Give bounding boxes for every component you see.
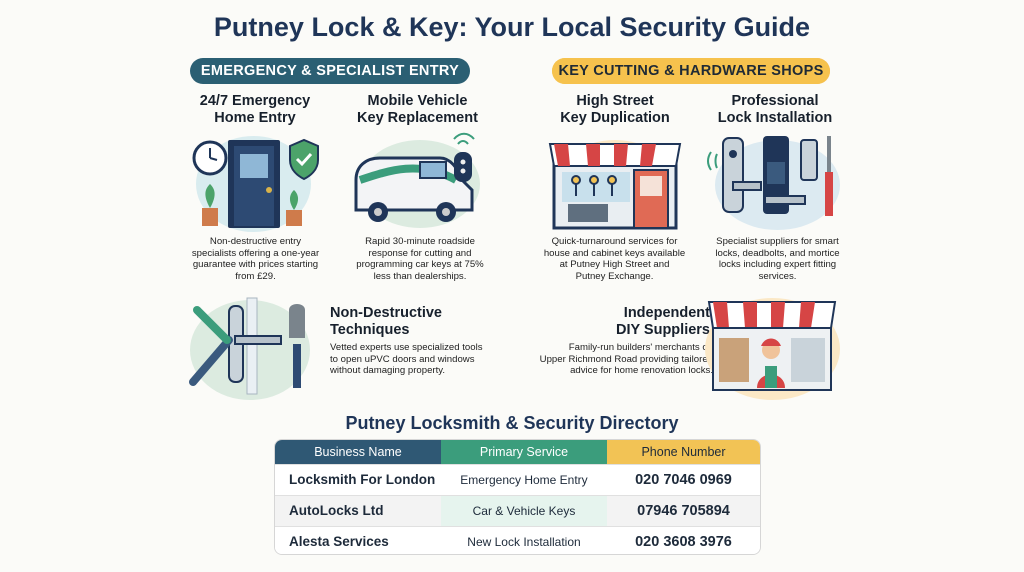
van-illustration-icon [354, 132, 475, 222]
tools-illustration-icon [189, 297, 305, 395]
phone-cell: 020 3608 3976 [607, 527, 760, 554]
nondestructive-description: Vetted experts use specialized tools to … [330, 342, 520, 377]
table-header: Business Name Primary Service Phone Numb… [275, 440, 760, 464]
emergency-heading: 24/7 Emergency Home Entry [180, 93, 330, 127]
emergency-description: Non-destructive entry specialists offeri… [178, 236, 333, 282]
column-header-business: Business Name [275, 440, 441, 464]
emergency-heading-line: Home Entry [214, 110, 296, 126]
duplication-heading: High Street Key Duplication [540, 93, 690, 127]
nondestructive-heading-line: Non-Destructive [330, 305, 442, 321]
service-cell: New Lock Installation [441, 527, 607, 554]
diy-desc-line: Upper Richmond Road providing tailored [539, 353, 713, 365]
emergency-desc-line: Non-destructive entry [209, 236, 302, 247]
table-row: AutoLocks Ltd Car & Vehicle Keys 07946 7… [275, 495, 760, 526]
nondestructive-heading-line: Techniques [330, 322, 410, 338]
phone-cell: 020 7046 0969 [607, 465, 760, 495]
installation-desc-line: Specialist suppliers for smart [716, 236, 839, 247]
emergency-desc-line: specialists offering a one-year [191, 247, 320, 259]
installation-desc-line: locks including expert fitting [718, 259, 837, 270]
emergency-desc-line: guarantee with prices starting [192, 259, 319, 270]
nondestructive-desc-line: to open uPVC doors and windows [330, 353, 475, 365]
service-cell: Emergency Home Entry [441, 465, 607, 495]
smart-lock-illustration-icon [707, 136, 833, 216]
installation-heading-line: Professional [731, 93, 819, 109]
vehicle-desc-line: Rapid 30-minute roadside [365, 236, 475, 247]
duplication-heading-line: Key Duplication [560, 110, 670, 126]
table-row: Alesta Services New Lock Installation 02… [275, 526, 760, 554]
business-name-cell: Locksmith For London [275, 465, 441, 495]
duplication-desc-line: Quick-turnaround services for [551, 236, 678, 247]
emergency-heading-line: 24/7 Emergency [199, 93, 311, 109]
vehicle-description: Rapid 30-minute roadside response for cu… [345, 236, 495, 282]
installation-description: Specialist suppliers for smart locks, de… [700, 236, 855, 282]
nondestructive-desc-line: without damaging property. [330, 365, 446, 376]
diy-heading-line: DIY Suppliers [615, 322, 710, 338]
directory-title: Putney Locksmith & Security Directory [345, 413, 679, 433]
door-illustration-icon [192, 138, 319, 228]
business-name-cell: AutoLocks Ltd [275, 496, 441, 526]
column-header-phone: Phone Number [607, 440, 760, 464]
business-name-cell: Alesta Services [275, 527, 441, 554]
vehicle-desc-line: less than dealerships. [373, 270, 467, 282]
service-cell: Car & Vehicle Keys [441, 496, 607, 526]
installation-heading-line: Lock Installation [717, 110, 833, 126]
duplication-desc-line: house and cabinet keys available [543, 247, 686, 259]
directory-table: Business Name Primary Service Phone Numb… [274, 439, 761, 555]
table-row: Locksmith For London Emergency Home Entr… [275, 464, 760, 495]
duplication-desc-line: at Putney High Street and [559, 259, 670, 270]
installation-desc-line: services. [758, 270, 797, 282]
vehicle-heading-line: Key Replacement [357, 110, 478, 126]
duplication-description: Quick-turnaround services for house and … [532, 236, 697, 282]
vehicle-heading: Mobile Vehicle Key Replacement [345, 93, 490, 127]
nondestructive-heading: Non-Destructive Techniques [330, 305, 510, 339]
diy-description: Family-run builders' merchants on Upper … [508, 342, 713, 377]
hardware-store-illustration-icon [707, 301, 837, 391]
installation-heading: Professional Lock Installation [700, 93, 850, 127]
diy-heading: Independent DIY Suppliers [580, 305, 710, 339]
installation-desc-line: locks, deadbolts, and mortice [715, 247, 840, 259]
vehicle-desc-line: response for cutting and [368, 247, 472, 259]
emergency-desc-line: from £29. [235, 270, 276, 282]
duplication-heading-line: High Street [576, 93, 654, 109]
diy-heading-line: Independent [623, 305, 710, 321]
duplication-desc-line: Putney Exchange. [575, 270, 654, 282]
column-header-service: Primary Service [441, 440, 607, 464]
page-title: Putney Lock & Key: Your Local Security G… [213, 12, 811, 42]
nondestructive-desc-line: Vetted experts use specialized tools [330, 342, 483, 353]
vehicle-heading-line: Mobile Vehicle [367, 93, 468, 109]
diy-desc-line: advice for home renovation locks. [570, 365, 713, 376]
section-label-emergency: EMERGENCY & SPECIALIST ENTRY [190, 58, 470, 84]
vehicle-desc-line: programming car keys at 75% [356, 259, 484, 270]
diy-desc-line: Family-run builders' merchants on [568, 342, 713, 353]
section-label-key-cutting: KEY CUTTING & HARDWARE SHOPS [552, 58, 830, 84]
key-shop-illustration-icon [548, 143, 682, 230]
phone-cell: 07946 705894 [607, 496, 760, 526]
